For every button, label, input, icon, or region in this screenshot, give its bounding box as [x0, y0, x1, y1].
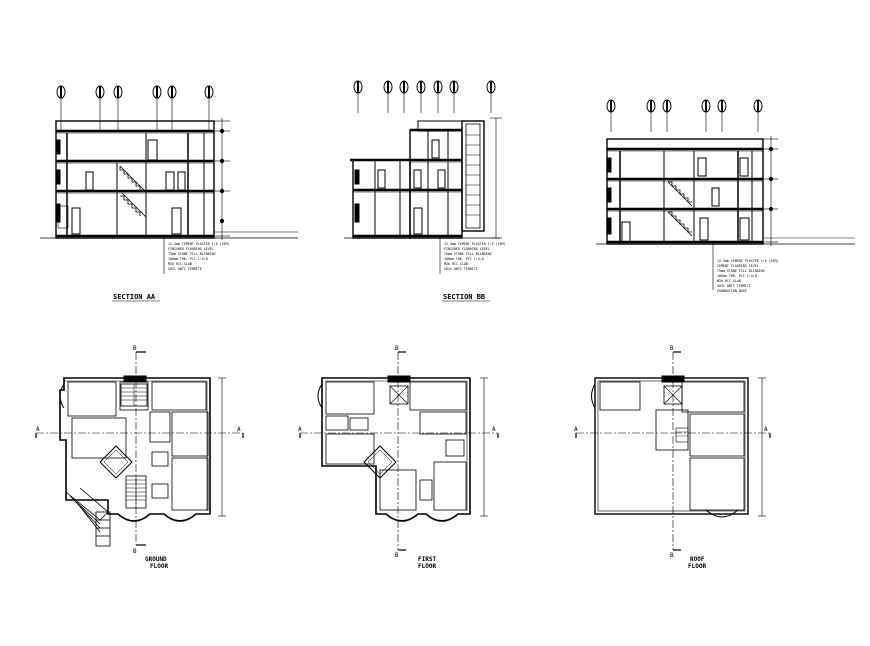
note: SOIL ANTI TERMITE	[717, 284, 751, 288]
section-marker-b: B	[395, 552, 399, 559]
plan-ground-subtitle: FLOOR	[150, 563, 168, 570]
note: 12.5mm CEMENT PLASTER 1:6 (SIM)	[717, 259, 779, 263]
entrance-steps	[65, 487, 111, 547]
section-marker-a: A	[574, 426, 578, 433]
section-bb	[344, 80, 502, 274]
note: 100mm THK. PCC 1:4:8	[444, 257, 484, 261]
note: FINISHED FLOORING LEVEL	[444, 247, 490, 251]
plan-roof-floor	[575, 351, 771, 551]
grid-bubbles	[56, 85, 214, 132]
note: 75mm STONE FILL BLINDING	[444, 252, 492, 256]
note: 100mm THK. PCC 1:4:8	[717, 274, 757, 278]
section-aa	[40, 85, 298, 274]
plan-ground-title: GROUND	[145, 556, 167, 563]
section-bb-title: SECTION BB	[443, 293, 485, 301]
staircase	[119, 165, 147, 218]
note: M20 RCC SLAB	[444, 262, 468, 266]
plan-ground-floor	[35, 351, 244, 547]
section-marker-b: B	[133, 548, 137, 555]
plan-first-title: FIRST	[418, 556, 436, 563]
section-cc	[596, 99, 855, 290]
plan-first-floor	[299, 351, 499, 551]
section-marker-b: B	[133, 345, 137, 352]
section-marker-a: A	[237, 426, 241, 433]
section-cc-notes: 12.5mm CEMENT PLASTER 1:6 (SIM) CEMENT F…	[717, 259, 779, 293]
note: 12.5mm CEMENT PLASTER 1:6 (SIM)	[168, 242, 230, 246]
plan-roof-markers: B B A A	[574, 345, 768, 559]
note: 75mm STONE FILL BLINDING	[168, 252, 216, 256]
grid-bubbles	[606, 99, 763, 132]
note: SOIL ANTI TERMITE	[444, 267, 478, 271]
plan-first-markers: B B A A	[298, 345, 496, 559]
section-marker-a: A	[764, 426, 768, 433]
grid-bubbles	[353, 80, 496, 113]
plan-ground-markers: B B A A	[36, 345, 241, 555]
staircase	[667, 181, 693, 237]
section-aa-notes: 12.5mm CEMENT PLASTER 1:6 (SIM) FINISHED…	[168, 242, 230, 271]
section-marker-a: A	[36, 426, 40, 433]
section-marker-a: A	[298, 426, 302, 433]
section-marker-b: B	[670, 345, 674, 352]
section-marker-a: A	[492, 426, 496, 433]
note: FOUNDATION BASE	[717, 289, 747, 293]
section-aa-title: SECTION AA	[113, 293, 156, 301]
note: FINISHED FLOORING LEVEL	[168, 247, 214, 251]
plan-first-subtitle: FLOOR	[418, 563, 436, 570]
note: SOIL ANTI TERMITE	[168, 267, 202, 271]
plan-roof-title: ROOF	[690, 556, 705, 563]
note: 100mm THK. PCC 1:4:8	[168, 257, 208, 261]
note: CEMENT FLOORING LEVEL	[717, 264, 759, 268]
note: M20 RCC SLAB	[168, 262, 192, 266]
section-marker-b: B	[670, 552, 674, 559]
section-marker-b: B	[395, 345, 399, 352]
plan-roof-subtitle: FLOOR	[688, 563, 706, 570]
note: 12.5mm CEMENT PLASTER 1:6 (SIM)	[444, 242, 506, 246]
note: M20 RCC SLAB	[717, 279, 741, 283]
note: 75mm STONE FILL BLINDING	[717, 269, 765, 273]
section-bb-notes: 12.5mm CEMENT PLASTER 1:6 (SIM) FINISHED…	[444, 242, 506, 271]
